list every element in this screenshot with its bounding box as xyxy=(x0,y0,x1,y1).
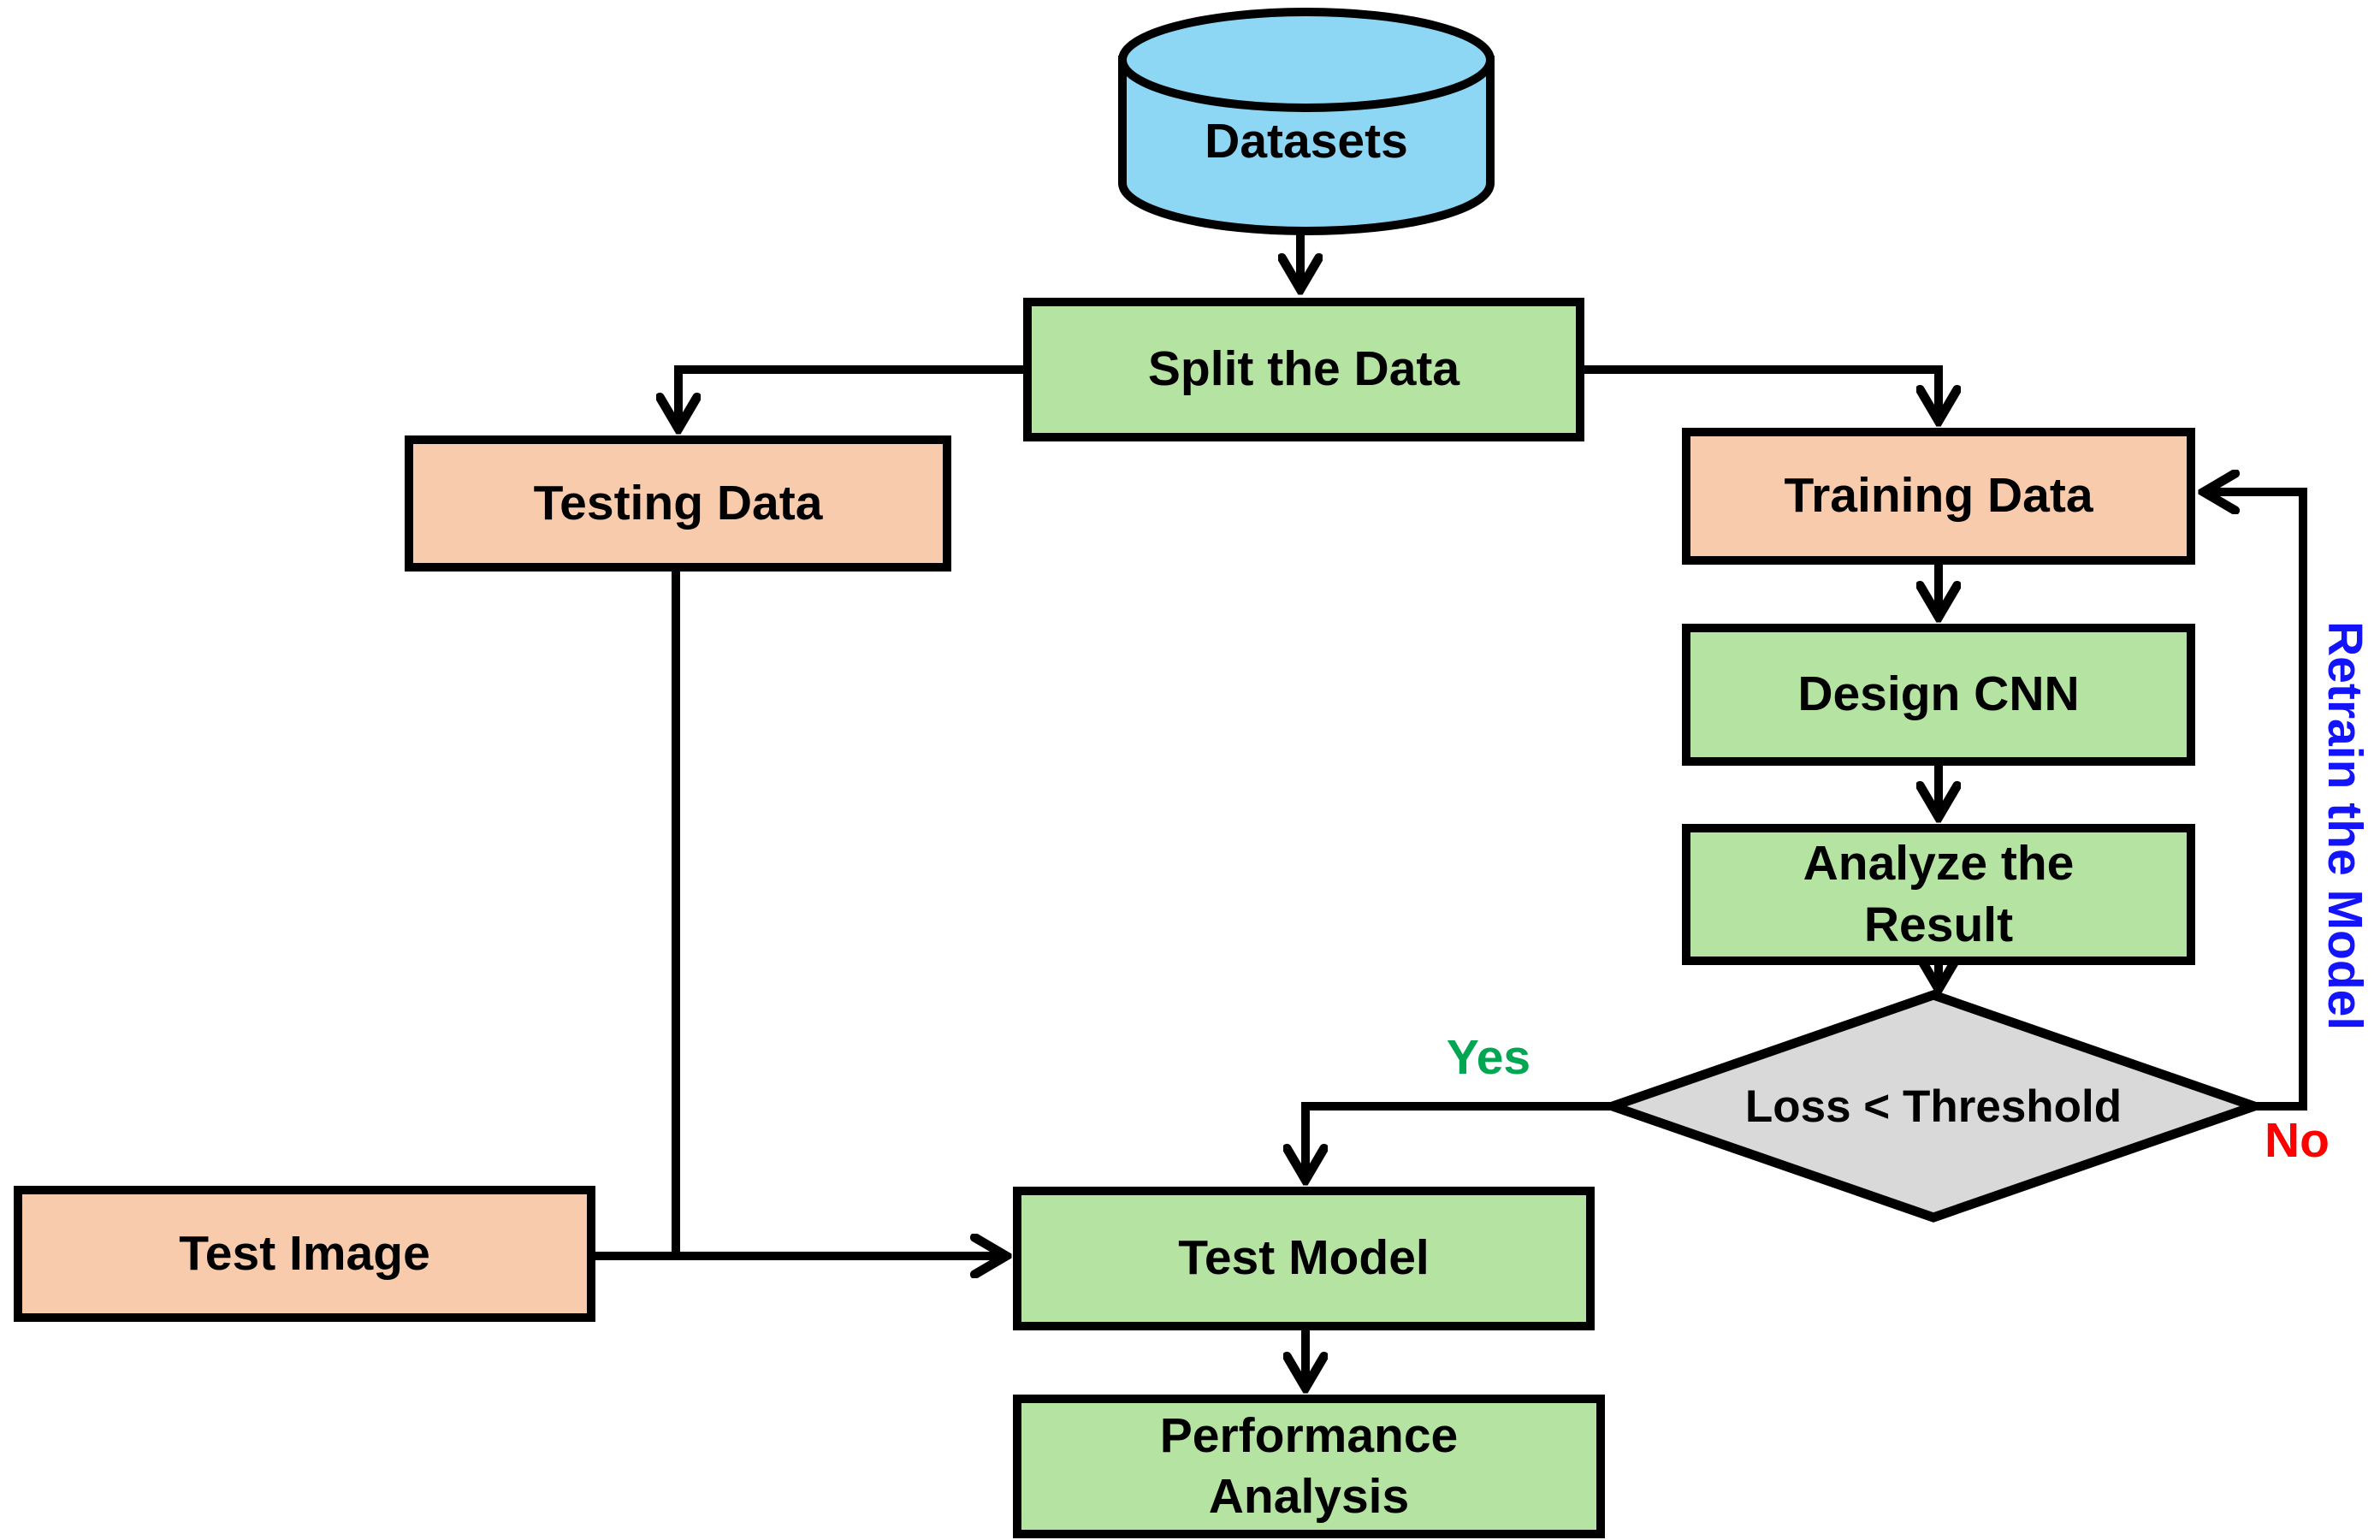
decision-diamond-shape xyxy=(1598,990,2269,1223)
retrain-the-model-label: Retrain the Model xyxy=(2318,620,2372,1031)
edge-decision-yes-testmodel xyxy=(1305,1102,1613,1178)
edge-split-testing xyxy=(678,365,1023,427)
node-performance-analysis: Performance Analysis xyxy=(1013,1395,1605,1538)
node-design-cnn: Design CNN xyxy=(1682,624,2195,766)
node-datasets-label: Datasets xyxy=(1205,114,1408,169)
edge-split-training xyxy=(1584,365,1939,419)
node-test-image: Test Image xyxy=(14,1186,595,1322)
node-test-model: Test Model xyxy=(1013,1187,1595,1330)
node-decision-label: Loss < Threshold xyxy=(1744,1081,2122,1132)
node-analyze-the-result: Analyze the Result xyxy=(1682,824,2195,965)
yes-edge-label: Yes xyxy=(1446,1030,1531,1085)
node-split-the-data: Split the Data xyxy=(1023,298,1584,441)
no-edge-label: No xyxy=(2265,1113,2330,1168)
node-testing-data: Testing Data xyxy=(405,435,951,572)
node-training-data: Training Data xyxy=(1682,428,2195,565)
edge-decision-no-retrain xyxy=(2205,492,2307,1111)
datasets-cylinder-shape xyxy=(1118,8,1495,235)
